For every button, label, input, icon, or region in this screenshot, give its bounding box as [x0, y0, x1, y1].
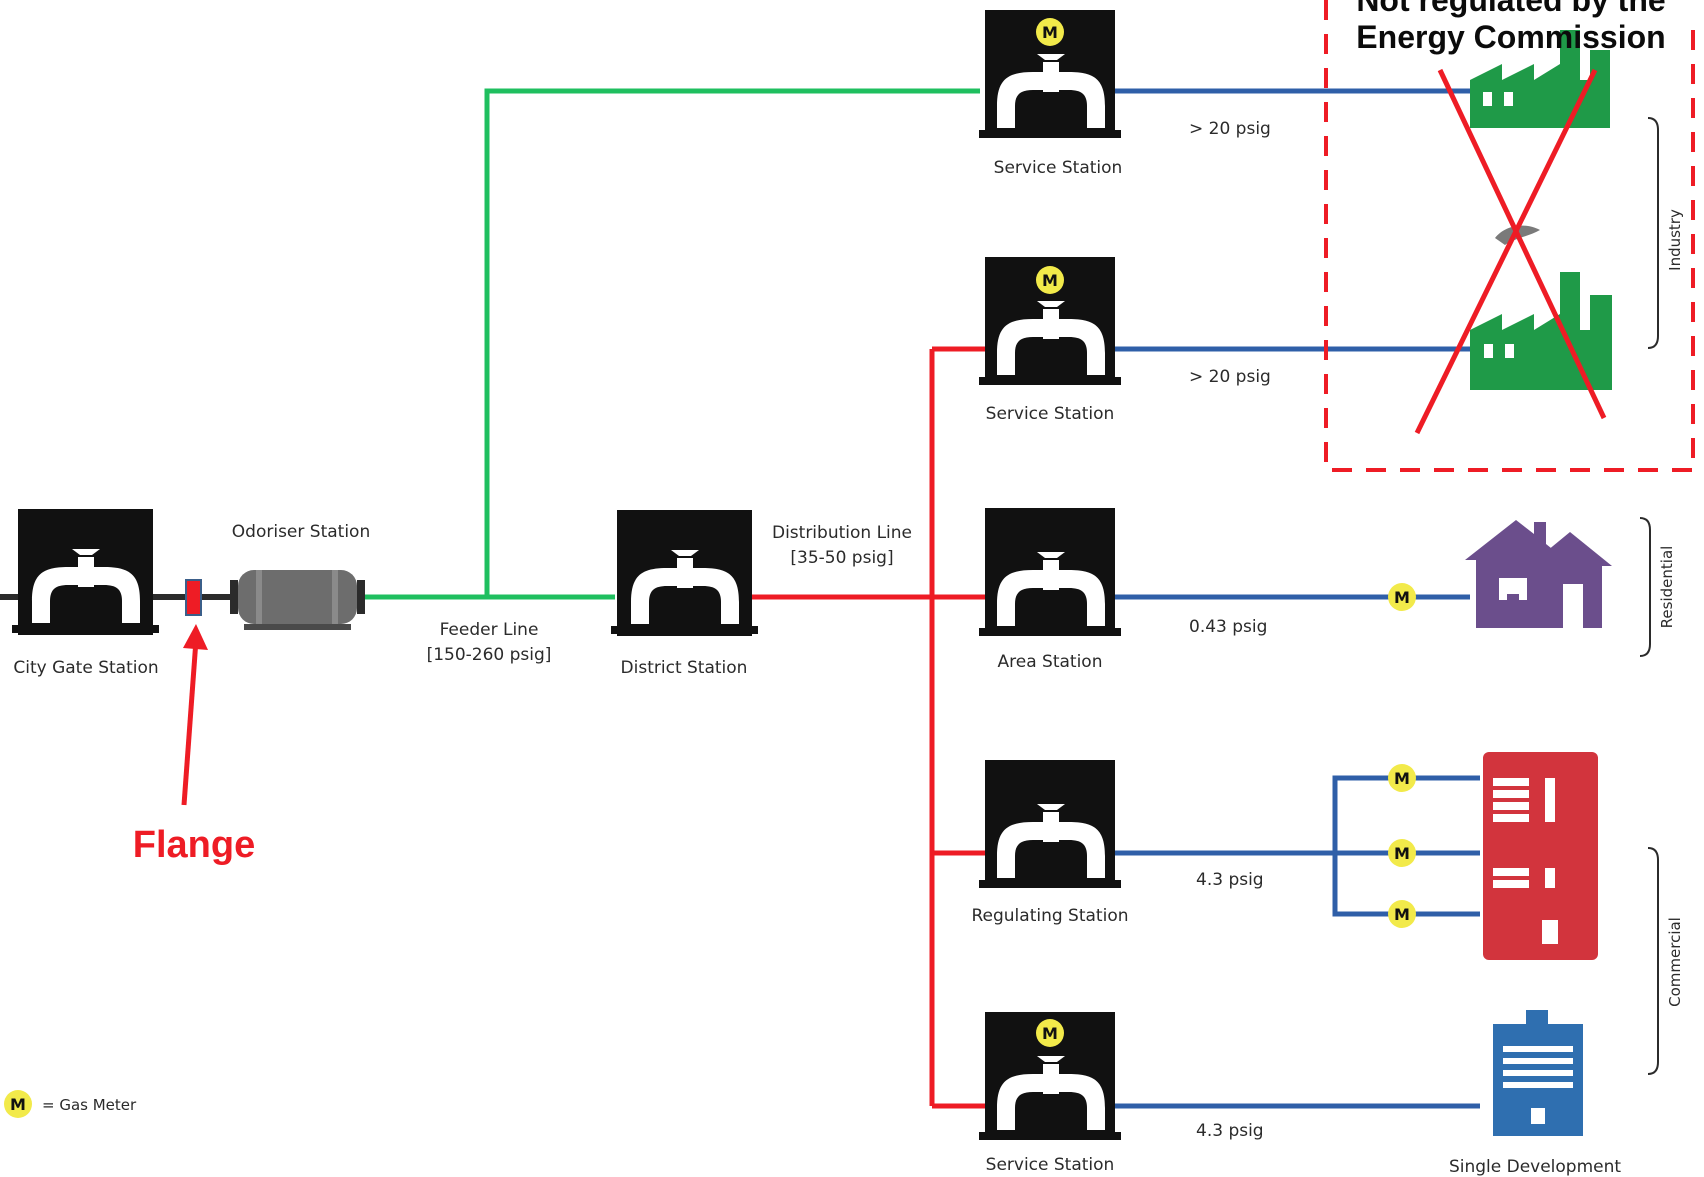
- feeder-line-label: Feeder Line: [440, 620, 539, 640]
- meter-icon: M: [1388, 764, 1416, 792]
- odoriser-station-label: Odoriser Station: [232, 522, 370, 542]
- svg-text:M: M: [1042, 1024, 1058, 1043]
- meter-icon: M: [1036, 18, 1064, 46]
- service-station-1-box: [979, 10, 1121, 138]
- pressure-label: > 20 psig: [1189, 367, 1271, 387]
- cross-out-line: [1414, 68, 1598, 435]
- factory-icon: [1470, 225, 1612, 390]
- service-station-2-label: Service Station: [986, 404, 1115, 424]
- odoriser-tank: [230, 570, 365, 630]
- regulating-station-label: Regulating Station: [971, 906, 1128, 926]
- city-gate-station-box: [12, 509, 159, 635]
- svg-text:M: M: [1394, 588, 1410, 607]
- regulating-station-box: [979, 760, 1121, 888]
- svg-text:M: M: [1394, 769, 1410, 788]
- cross-out-line: [1437, 68, 1607, 420]
- single-development-label: Single Development: [1449, 1157, 1621, 1177]
- city-gate-station-label: City Gate Station: [13, 658, 158, 678]
- feeder-line-pressure: [150-260 psig]: [427, 645, 552, 665]
- area-station-box: [979, 508, 1121, 636]
- flange-arrowhead: [183, 624, 208, 650]
- svg-text:M: M: [10, 1095, 26, 1114]
- not-regulated-boundary: [1324, 0, 1704, 472]
- service-station-1-label: Service Station: [994, 158, 1123, 178]
- pressure-label: 4.3 psig: [1196, 1121, 1264, 1141]
- pressure-label: 4.3 psig: [1196, 870, 1264, 890]
- legend-text: = Gas Meter: [42, 1096, 137, 1114]
- svg-text:M: M: [1394, 905, 1410, 924]
- meter-icon: M: [1388, 900, 1416, 928]
- category-residential: Residential: [1658, 546, 1676, 629]
- commercial-bracket: [1647, 847, 1659, 1075]
- single-development-building-icon: [1493, 1010, 1583, 1136]
- factory-icon: [1470, 30, 1610, 128]
- category-industry: Industry: [1666, 209, 1684, 271]
- distribution-line-pressure: [35-50 psig]: [790, 548, 893, 568]
- residential-bracket: [1639, 517, 1651, 657]
- district-station-box: [611, 510, 758, 636]
- svg-text:M: M: [1394, 844, 1410, 863]
- meter-icon: [4, 1090, 32, 1118]
- legend: M = Gas Meter: [4, 1090, 137, 1118]
- pressure-label: > 20 psig: [1189, 119, 1271, 139]
- house-icon: [1465, 520, 1612, 628]
- not-regulated-label-line2: Energy Commission: [1356, 19, 1665, 55]
- flange-label: Flange: [133, 824, 255, 866]
- area-station-label: Area Station: [998, 652, 1103, 672]
- category-commercial: Commercial: [1666, 917, 1684, 1007]
- distribution-line-label: Distribution Line: [772, 523, 912, 543]
- svg-text:M: M: [1042, 271, 1058, 290]
- feeder-line-branch: [484, 88, 980, 597]
- meter-icon: M: [1036, 1019, 1064, 1047]
- meter-icon: M: [1388, 583, 1416, 611]
- district-station-label: District Station: [621, 658, 748, 678]
- office-building-icon: [1483, 752, 1598, 960]
- service-station-3-label: Service Station: [986, 1155, 1115, 1175]
- pressure-label: 0.43 psig: [1189, 617, 1267, 637]
- svg-text:M: M: [1042, 23, 1058, 42]
- industry-bracket: [1647, 117, 1659, 349]
- not-regulated-label-line1: Not regulated by the: [1356, 0, 1665, 18]
- flange-marker: [185, 579, 202, 616]
- meter-icon: M: [1388, 839, 1416, 867]
- meter-icon: M: [1036, 266, 1064, 294]
- flange-arrow: [181, 639, 199, 806]
